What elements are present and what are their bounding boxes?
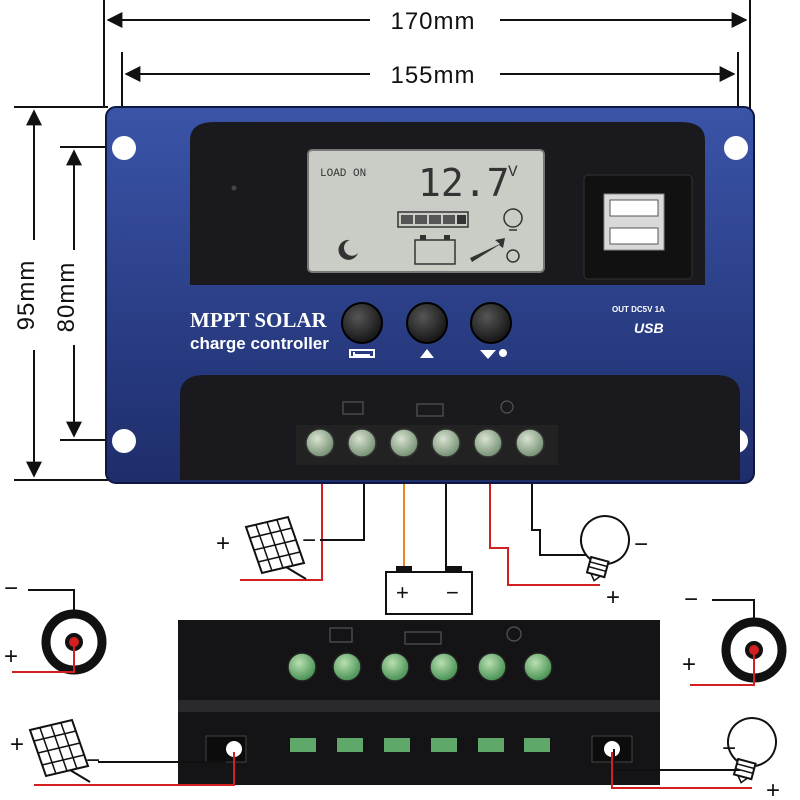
load-minus: − bbox=[634, 531, 648, 558]
charge-arrow-icon bbox=[470, 238, 505, 262]
terminal-slot bbox=[337, 738, 363, 752]
solar-panel-icon bbox=[29, 719, 91, 783]
battery-symbol bbox=[385, 566, 473, 615]
load-bulb-icon bbox=[569, 509, 636, 588]
terminal-screw[interactable] bbox=[347, 428, 377, 458]
solar-plus: + bbox=[216, 530, 230, 557]
terminal-screw[interactable] bbox=[380, 652, 410, 682]
solar-panel-icon bbox=[245, 516, 307, 580]
terminal-screw[interactable] bbox=[523, 652, 553, 682]
usb-output-spec: OUT DC5V 1A bbox=[612, 305, 665, 314]
bottom-load-minus: − bbox=[722, 735, 736, 762]
timer-icon bbox=[506, 249, 520, 263]
wiring-diagram bbox=[240, 484, 600, 586]
lcd-display: LOAD ON 12.7 V bbox=[307, 149, 545, 273]
dc-input-plus: + bbox=[4, 643, 18, 670]
terminal-symbols bbox=[342, 400, 514, 417]
bottom-load-plus: + bbox=[766, 777, 780, 800]
down-arrow-bulb-icon bbox=[480, 349, 507, 359]
bottom-solar-plus: + bbox=[10, 731, 24, 758]
terminal-slot bbox=[478, 738, 504, 752]
indicator-led bbox=[231, 185, 237, 191]
inner-height-label: 80mm bbox=[53, 262, 80, 333]
battery-plus: + bbox=[396, 580, 409, 605]
terminal-slot bbox=[290, 738, 316, 752]
terminal-screw[interactable] bbox=[429, 652, 459, 682]
terminal-screw[interactable] bbox=[473, 428, 503, 458]
usb-port[interactable] bbox=[609, 227, 659, 245]
dc-output-minus: − bbox=[684, 586, 698, 613]
load-bulb-icon bbox=[503, 208, 523, 231]
dc-input-minus: − bbox=[4, 575, 18, 602]
menu-button[interactable] bbox=[341, 302, 383, 344]
up-arrow-icon bbox=[420, 349, 434, 358]
side-view-body bbox=[178, 620, 660, 785]
bottom-solar-minus: − bbox=[86, 747, 100, 774]
terminal-screw[interactable] bbox=[515, 428, 545, 458]
dc-output-plus: + bbox=[682, 651, 696, 678]
terminal-slot bbox=[384, 738, 410, 752]
terminal-slot bbox=[431, 738, 457, 752]
solar-minus: − bbox=[302, 527, 316, 554]
battery-level-icon bbox=[397, 211, 469, 228]
terminal-screw[interactable] bbox=[431, 428, 461, 458]
terminal-screw[interactable] bbox=[305, 428, 335, 458]
load-status-text: LOAD ON bbox=[320, 168, 366, 180]
brand-subtitle: charge controller bbox=[190, 334, 329, 353]
voltage-unit: V bbox=[508, 163, 518, 181]
usb-label: USB bbox=[634, 320, 664, 336]
voltage-readout: 12.7 bbox=[418, 161, 510, 205]
battery-icon bbox=[414, 235, 456, 265]
outer-height-label: 95mm bbox=[13, 260, 40, 331]
terminal-screw[interactable] bbox=[287, 652, 317, 682]
moon-icon bbox=[338, 239, 358, 260]
menu-icon bbox=[349, 349, 375, 358]
mounting-hole bbox=[112, 429, 136, 453]
outer-width-label: 170mm bbox=[390, 8, 475, 35]
terminal-screw[interactable] bbox=[332, 652, 362, 682]
up-button[interactable] bbox=[406, 302, 448, 344]
terminal-slot bbox=[524, 738, 550, 752]
load-plus: + bbox=[606, 584, 620, 611]
usb-port[interactable] bbox=[609, 199, 659, 217]
mounting-hole bbox=[112, 136, 136, 160]
inner-width-label: 155mm bbox=[390, 62, 475, 89]
mounting-hole bbox=[724, 136, 748, 160]
controller-body: LOAD ON 12.7 V bbox=[105, 106, 755, 484]
terminal-screw[interactable] bbox=[477, 652, 507, 682]
down-load-button[interactable] bbox=[470, 302, 512, 344]
usb-port-block: OUT DC5V 1A USB bbox=[583, 174, 693, 336]
brand-title: MPPT SOLAR bbox=[190, 308, 328, 332]
terminal-screw[interactable] bbox=[389, 428, 419, 458]
battery-minus: − bbox=[446, 580, 459, 605]
terminal-block bbox=[296, 425, 558, 465]
